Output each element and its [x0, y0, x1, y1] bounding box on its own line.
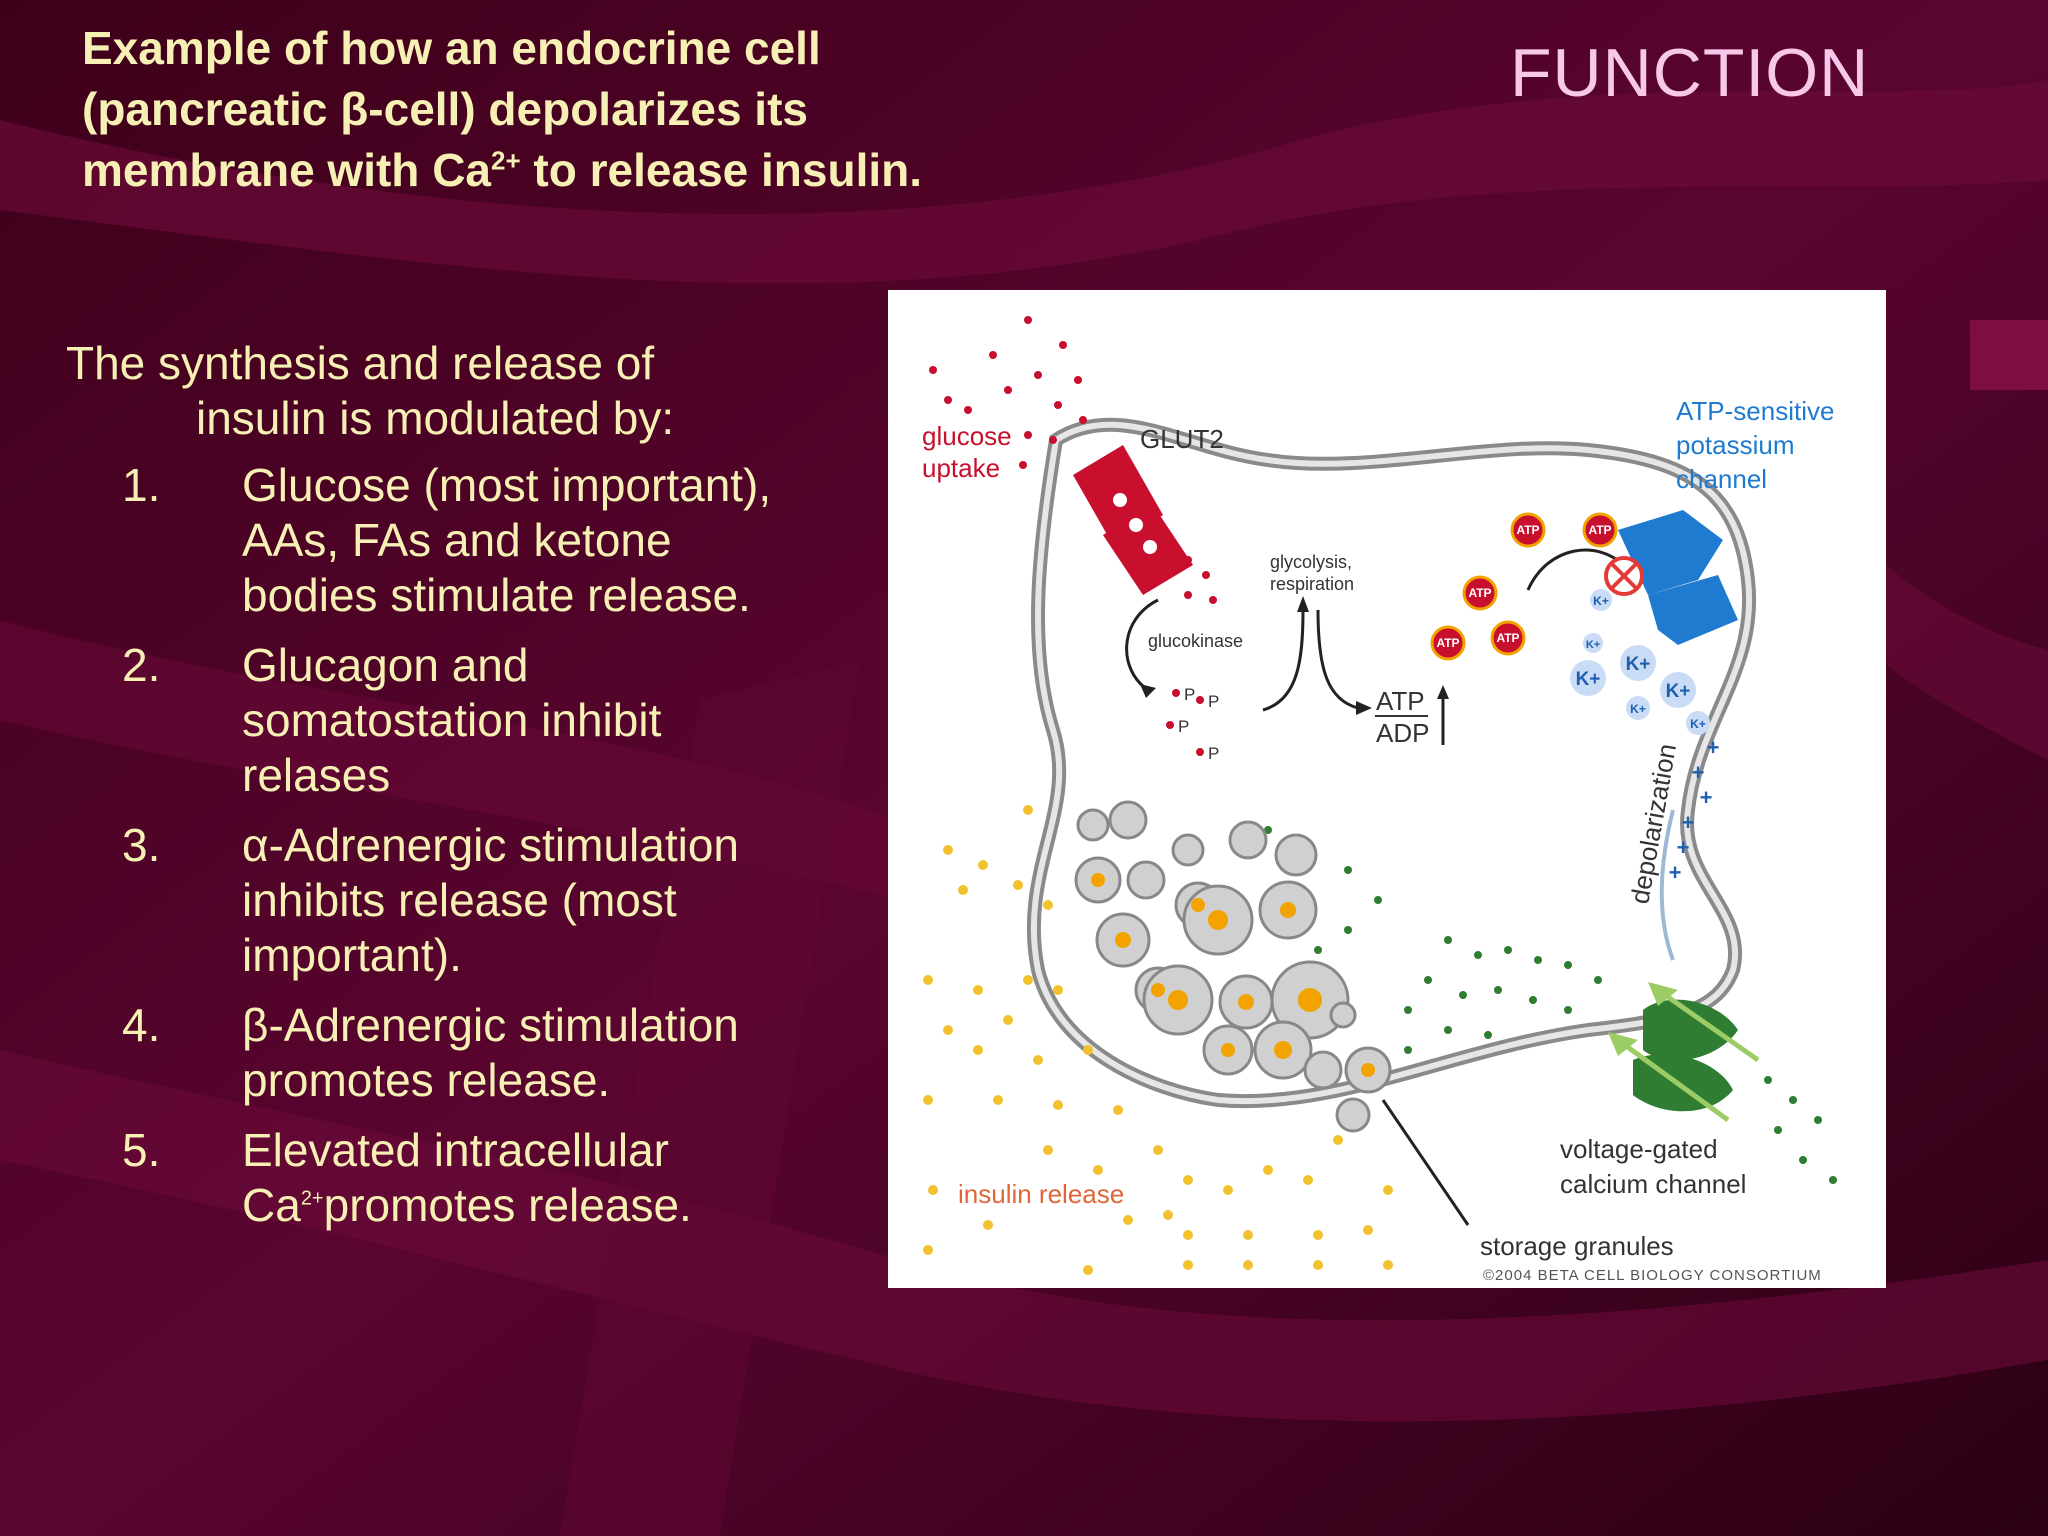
- slide-title: Example of how an endocrine cell (pancre…: [82, 18, 942, 201]
- katp-channel: [1604, 510, 1738, 645]
- list-text: Glucagon and somatostation inhibit relas…: [242, 639, 662, 801]
- list-number: 2.: [122, 639, 161, 691]
- katp-label-2: potassium: [1676, 430, 1795, 460]
- intro-line-2: insulin is modulated by:: [196, 392, 675, 444]
- svg-text:K+: K+: [1630, 702, 1646, 716]
- svg-text:ATP: ATP: [1496, 631, 1519, 645]
- svg-text:+: +: [1682, 810, 1695, 835]
- glucose-uptake-label-1: glucose: [922, 421, 1012, 451]
- svg-text:+: +: [1677, 835, 1690, 860]
- title-text: Example of how an endocrine cell (pancre…: [82, 22, 821, 196]
- glycolysis-label-1: glycolysis,: [1270, 552, 1352, 572]
- phosphate-groups: P P P P: [1166, 685, 1219, 763]
- svg-text:K+: K+: [1576, 669, 1601, 690]
- title-superscript: 2+: [491, 145, 521, 176]
- insulin-content: [1091, 873, 1375, 1077]
- list-text: β-Adrenergic stimulation promotes releas…: [242, 999, 739, 1106]
- modulator-list: 1. Glucose (most important), AAs, FAs and…: [122, 458, 772, 1248]
- list-number: 3.: [122, 819, 161, 871]
- list-item: 3. α-Adrenergic stimulation inhibits rele…: [122, 818, 772, 983]
- title-ending: to release insulin.: [520, 144, 923, 196]
- list-item: 1. Glucose (most important), AAs, FAs and…: [122, 458, 772, 623]
- list-number: 4.: [122, 999, 161, 1051]
- list-item: 5. Elevated intracellular Ca2+promotes re…: [122, 1123, 772, 1233]
- svg-text:K+: K+: [1593, 594, 1609, 608]
- list-text: α-Adrenergic stimulation inhibits releas…: [242, 819, 740, 981]
- svg-text:ATP: ATP: [1588, 523, 1611, 537]
- svg-text:+: +: [1669, 860, 1682, 885]
- list-text: Elevated intracellular Ca: [242, 1124, 670, 1231]
- calcium-ions: [1264, 826, 1837, 1184]
- section-label: FUNCTION: [1510, 35, 1870, 111]
- glycolysis-label-2: respiration: [1270, 574, 1354, 594]
- svg-text:+: +: [1700, 785, 1713, 810]
- svg-text:K+: K+: [1690, 717, 1706, 731]
- phosphate-label: P: [1208, 744, 1219, 763]
- svg-text:+: +: [1692, 760, 1705, 785]
- svg-text:ATP: ATP: [1516, 523, 1539, 537]
- svg-text:ATP: ATP: [1468, 586, 1491, 600]
- list-superscript: 2+: [300, 1187, 324, 1210]
- svg-text:K+: K+: [1586, 639, 1600, 651]
- copyright-label: ©2004 BETA CELL BIOLOGY CONSORTIUM: [1483, 1267, 1822, 1284]
- glucokinase-label: glucokinase: [1148, 631, 1243, 651]
- storage-granules: [1074, 800, 1392, 1133]
- calcium-channel: [1608, 982, 1760, 1123]
- storage-granules-label: storage granules: [1480, 1231, 1674, 1261]
- released-insulin: [923, 805, 1393, 1275]
- glut2-transporter: [1073, 445, 1193, 595]
- list-item: 4. β-Adrenergic stimulation promotes rele…: [122, 998, 772, 1108]
- phosphate-label: P: [1184, 685, 1195, 704]
- glucose-uptake-label-2: uptake: [922, 453, 1000, 483]
- list-number: 1.: [122, 459, 161, 511]
- phosphate-label: P: [1178, 717, 1189, 736]
- atp-molecules: ATP ATP ATP ATP ATP: [1430, 512, 1618, 661]
- list-text: Glucose (most important), AAs, FAs and k…: [242, 459, 772, 621]
- svg-text:+: +: [1707, 735, 1720, 760]
- intro-text: The synthesis and release of insulin is …: [66, 336, 766, 446]
- adp-label: ADP: [1376, 718, 1429, 748]
- list-text-end: promotes release.: [323, 1179, 692, 1231]
- glut2-label: GLUT2: [1140, 424, 1224, 454]
- svg-text:ATP: ATP: [1436, 636, 1459, 650]
- svg-text:K+: K+: [1666, 681, 1691, 702]
- svg-text:K+: K+: [1626, 654, 1651, 675]
- atp-label: ATP: [1376, 686, 1425, 716]
- intro-line-1: The synthesis and release of: [66, 337, 655, 389]
- katp-label-1: ATP-sensitive: [1676, 396, 1834, 426]
- insulin-release-label: insulin release: [958, 1179, 1124, 1209]
- list-number: 5.: [122, 1124, 161, 1176]
- positive-charges: +++ +++: [1669, 735, 1720, 885]
- calcium-channel-label-2: calcium channel: [1560, 1169, 1746, 1199]
- beta-cell-diagram: glucose uptake GLUT2 glucokinase P P P P…: [888, 290, 1886, 1288]
- potassium-ions: K+ K+ K+ K+ K+ K+ K+: [1570, 589, 1710, 735]
- katp-label-3: channel: [1676, 464, 1767, 494]
- phosphate-label: P: [1208, 692, 1219, 711]
- calcium-channel-label-1: voltage-gated: [1560, 1134, 1718, 1164]
- list-item: 2. Glucagon and somatostation inhibit rel…: [122, 638, 772, 803]
